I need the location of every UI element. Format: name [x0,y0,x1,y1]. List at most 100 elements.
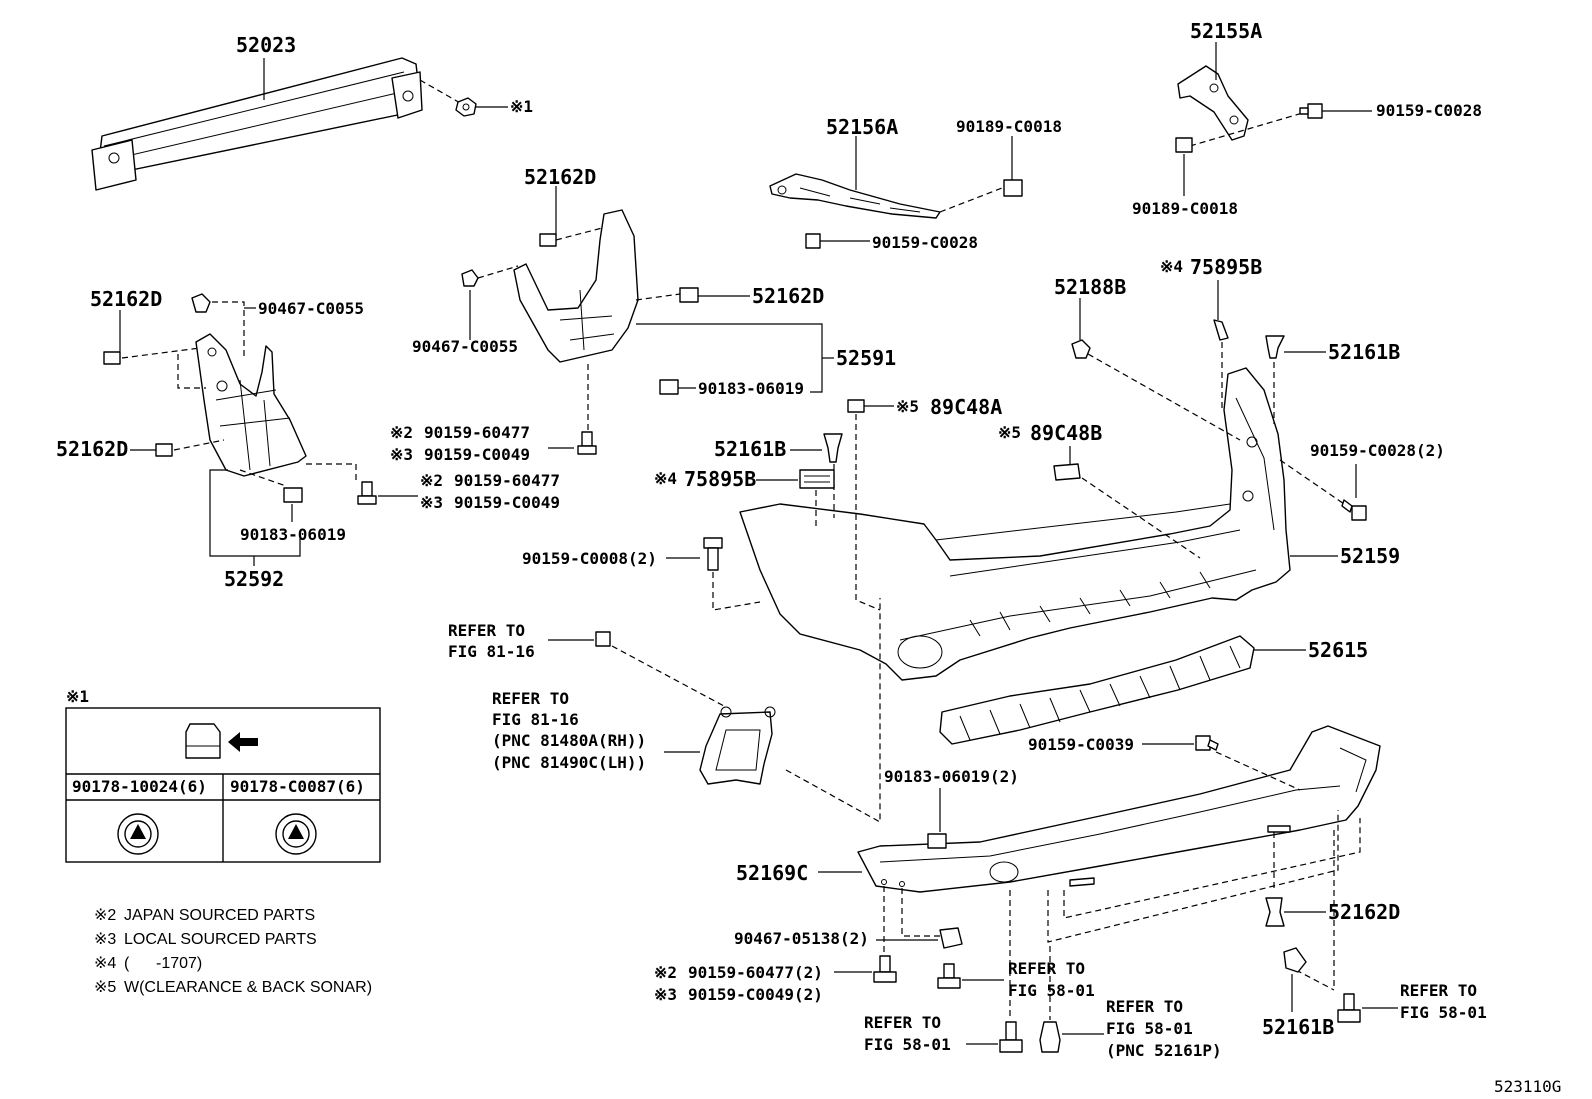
part-label-90159-60477-2: 90159-60477(2) [688,963,823,982]
legend-table [65,707,381,863]
bolt-icon [1195,735,1219,751]
part-label-90159-c0028-a: 90159-C0028 [872,233,978,252]
dash-lower-a [1063,818,1361,919]
label-plate-icon [799,469,835,489]
mark-3-b: ※3 [420,493,443,512]
part-label-90159-60477-a: 90159-60477 [424,423,530,442]
part-label-90159-c0049-2: 90159-C0049(2) [688,985,823,1004]
lower-cover-52169C-part [857,725,1381,893]
part-label-90183-2: 90183-06019(2) [884,767,1019,786]
part-label-90159-c0008: 90159-C0008(2) [522,549,657,568]
refer-to-6: REFER TO [1400,981,1477,1000]
nut-icon [939,927,963,949]
fig-58-01-d: FIG 58-01 [1400,1003,1487,1022]
leader-52592-bracket [209,469,301,557]
screw-icon [937,963,961,989]
part-label-90467-c0055-b: 90467-C0055 [258,299,364,318]
dash-52155A [1189,111,1307,147]
nut-top-view-icon [117,813,159,855]
fig-81-16-b: FIG 81-16 [492,710,579,729]
bolt-icon [1341,499,1367,521]
part-label-52169C: 52169C [736,861,808,885]
dash-refer-81-16 [611,645,725,707]
note-mark-2: ※3 [94,931,116,948]
arrow-left-icon [228,732,258,752]
part-label-52161B-bottom: 52161B [1262,1015,1334,1039]
part-label-52161B-mid: 52161B [714,437,786,461]
clip-icon [155,443,173,457]
note-text-4: W(CLEARANCE & BACK SONAR) [124,979,372,996]
clip-icon [103,351,121,365]
refer-to-4: REFER TO [864,1013,941,1032]
dash-reflector [785,598,881,824]
mudguard-52592-part [195,333,307,477]
bracket-52156A-part [769,173,941,219]
clip-icon [1265,335,1285,359]
dash-52162D-mid [635,293,681,301]
part-label-89C48B: 89C48B [1030,421,1102,445]
screw-icon [703,537,723,571]
bumper-cover-52159-part [739,367,1291,681]
part-label-90159-c0049-a: 90159-C0049 [424,445,530,464]
part-label-90159-c0039: 90159-C0039 [1028,735,1134,754]
part-label-52188B: 52188B [1054,275,1126,299]
diagram-id: 523110G [1494,1077,1561,1096]
part-label-75895B-mid: 75895B [684,467,756,491]
dash-90183-b [239,469,287,487]
dash-52592-bracket [177,354,206,389]
part-label-52615: 52615 [1308,638,1368,662]
pnc-81490c: (PNC 81490C(LH)) [492,753,646,772]
clip-icon [1175,137,1193,153]
pnc-81480a: (PNC 81480A(RH)) [492,731,646,750]
note-text-1: JAPAN SOURCED PARTS [124,907,315,924]
bolt-icon [1299,103,1323,119]
screw-icon [577,431,597,455]
dash-52162D-top [555,227,603,241]
note-mark-4: ※5 [94,979,116,996]
clip-icon [1265,897,1285,927]
dash-lower-i [1295,969,1335,991]
mark-5-b: ※5 [998,423,1021,442]
note-mark-3: ※4 [94,955,116,972]
part-label-52592: 52592 [224,567,284,591]
part-label-90467-c0055-a: 90467-C0055 [412,337,518,356]
note-text-2: LOCAL SOURCED PARTS [124,931,317,948]
screw-icon [873,955,897,983]
dash-90467-b [212,301,245,356]
dash-52162D-lower [173,439,225,451]
dash-90159-c0008 [712,572,761,611]
pnc-52161p: (PNC 52161P) [1106,1041,1222,1060]
part-label-52159: 52159 [1340,544,1400,568]
nut-icon [191,293,211,313]
part-label-52161B-top: 52161B [1328,340,1400,364]
clip-icon [1283,947,1307,973]
part-label-52162D-left: 52162D [90,287,162,311]
mark-2-a: ※2 [390,423,413,442]
part-label-90159-c0049-b: 90159-C0049 [454,493,560,512]
refer-to-2: REFER TO [492,689,569,708]
dash-90159-c0039 [1215,751,1301,791]
retainer-52615-part [939,635,1255,745]
part-label-52162D-mid: 52162D [752,284,824,308]
bracket-52155A-part [1177,65,1249,141]
legend-col1: 90178-10024(6) [72,777,207,796]
part-label-52162D-top: 52162D [524,165,596,189]
dash-52188B [1087,353,1241,441]
part-label-90159-c0028-b: 90159-C0028 [1376,101,1482,120]
notes-list: ※2 JAPAN SOURCED PARTS ※3 LOCAL SOURCED … [94,907,372,996]
refer-to-1: REFER TO [448,621,525,640]
label-plate-icon [1213,319,1229,341]
nut-top-view-icon [275,813,317,855]
part-label-90189-b: 90189-C0018 [1132,199,1238,218]
part-label-52162D-lower: 52162D [56,437,128,461]
part-label-75895B-top: 75895B [1190,255,1262,279]
part-label-90183-b: 90183-06019 [240,525,346,544]
reinforcement-52023-part [91,57,423,191]
part-label-90183-a: 90183-06019 [698,379,804,398]
nut-icon [455,97,477,117]
mark-2-c: ※2 [654,963,677,982]
refer-to-5: REFER TO [1106,997,1183,1016]
screw-icon [357,481,377,505]
